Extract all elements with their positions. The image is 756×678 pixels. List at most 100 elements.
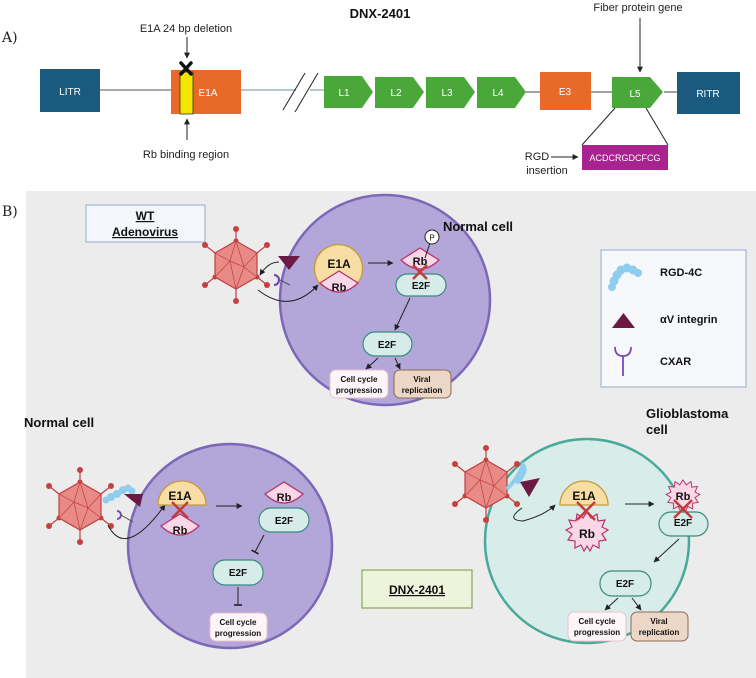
e2f-free-label: E2F xyxy=(616,579,634,590)
no-binding-x-icon xyxy=(576,501,596,521)
e2f-free xyxy=(362,331,413,357)
e2f-free xyxy=(599,570,652,597)
receptor-stem xyxy=(279,279,291,286)
rgd-4c-peptide-icon xyxy=(608,263,642,291)
rb2-label: Rb xyxy=(413,256,428,268)
dnx-2401-box xyxy=(361,569,473,609)
e1a-label: E1A xyxy=(572,489,596,503)
cell3-title-line2: cell xyxy=(646,422,668,437)
outcome-viral-replication xyxy=(630,611,689,642)
late-gene-l3: L3 xyxy=(426,77,475,108)
legend-label-rgd-4c: RGD-4C xyxy=(660,267,702,279)
rgd-4c-peptide-icon xyxy=(506,461,527,490)
e2f-bound-label: E2F xyxy=(412,281,430,292)
legend-label-cxar: CXAR xyxy=(660,356,691,368)
rb-label: Rb xyxy=(173,525,188,537)
phosphate-label: P xyxy=(429,234,434,243)
rb2-label: Rb xyxy=(277,492,292,504)
svg-text:L3: L3 xyxy=(441,88,453,99)
late-gene-l2: L2 xyxy=(375,77,424,108)
cell2-title: Normal cell xyxy=(24,415,94,430)
svg-text:L2: L2 xyxy=(390,88,402,99)
cell1-title: Normal cell xyxy=(443,219,513,234)
rb-binding-annotation: Rb binding region xyxy=(143,149,229,161)
rb-label: Rb xyxy=(332,282,347,294)
litr-block xyxy=(40,69,100,112)
legend-label-av-integrin: αV integrin xyxy=(660,314,718,326)
insertion-line xyxy=(645,107,669,146)
rb-binding-region xyxy=(179,71,194,115)
outcome-text: progression xyxy=(215,629,261,638)
phosphate-icon xyxy=(424,229,440,245)
outcome-viral-replication xyxy=(393,369,452,399)
e1a-protein xyxy=(559,480,609,506)
e1a-label: E1A xyxy=(168,489,192,503)
e2f-bound-label: E2F xyxy=(275,516,293,527)
e2f-free-label: E2F xyxy=(378,340,396,351)
cxar-receptor-icon xyxy=(614,346,632,376)
process-arrow xyxy=(653,538,680,563)
phospho-link xyxy=(424,242,431,259)
e2f-bound xyxy=(658,511,709,537)
rgd-annotation-line2: insertion xyxy=(526,165,568,177)
rb-label: Rb xyxy=(579,527,595,541)
cxar-receptor-icon xyxy=(273,273,281,287)
rb2-label: Rb xyxy=(676,491,691,503)
svg-text:RITR: RITR xyxy=(696,89,719,100)
cell-glioblastoma: Glioblastoma cell E1A Rb Rb E2F E2 xyxy=(451,406,729,645)
dissociation-x-icon xyxy=(673,499,693,519)
process-arrow xyxy=(394,297,411,331)
outcome-text: Cell cycle xyxy=(341,375,378,384)
rgd-sequence-label: ACDCRGDCFCG xyxy=(590,153,661,163)
cell3-title-line1: Glioblastoma xyxy=(646,406,729,421)
outcome-text: Cell cycle xyxy=(579,617,616,626)
e3-block: E3 xyxy=(540,72,591,110)
svg-text:L1: L1 xyxy=(338,88,350,99)
ritr-block: RITR xyxy=(677,72,740,114)
wt-label-line1: WT xyxy=(136,209,155,223)
late-gene-l4: L4 xyxy=(477,77,526,108)
e2f-bound xyxy=(258,507,310,533)
outcome-cell-cycle xyxy=(209,612,268,642)
outcome-text: Viral xyxy=(650,617,667,626)
fiber-annotation: Fiber protein gene xyxy=(593,2,682,14)
receptor-stem xyxy=(120,514,134,523)
deletion-x-icon xyxy=(179,61,193,76)
no-binding-x-icon xyxy=(171,501,189,519)
dissociation-x-icon xyxy=(412,264,428,280)
panel-b-label: B) xyxy=(2,204,18,220)
panel-b: B) WT Adenovirus Normal cell E1A Rb Rb xyxy=(2,191,756,678)
rgd-4c-peptide-icon xyxy=(102,484,136,504)
outcome-text: replication xyxy=(402,386,443,395)
cell-dnx-normal: Normal cell E1A Rb Rb E2F xyxy=(24,415,334,650)
panel-a: A) DNX-2401 LITR E1A E1A 24 bp deletion … xyxy=(1,2,740,177)
late-gene-l1: L1 xyxy=(324,76,373,108)
dnx-label: DNX-2401 xyxy=(389,583,445,597)
outcome-text: progression xyxy=(574,628,620,637)
e1a-label: E1A xyxy=(199,88,218,99)
outcome-text: Viral xyxy=(413,375,430,384)
outcome-text: progression xyxy=(336,386,382,395)
outcome-text: Cell cycle xyxy=(220,618,257,627)
svg-text:L4: L4 xyxy=(492,88,504,99)
inhibition-arrow xyxy=(251,534,265,555)
e1a-protein xyxy=(157,480,207,506)
outcome-cell-cycle xyxy=(567,611,627,642)
break-mark xyxy=(294,72,319,113)
wt-adenovirus-box xyxy=(85,204,206,243)
wt-label-line2: Adenovirus xyxy=(112,225,178,239)
process-arrow xyxy=(365,357,379,370)
break-mark xyxy=(282,72,306,111)
entry-arrow xyxy=(107,504,166,540)
outcome-text: replication xyxy=(639,628,680,637)
construct-title: DNX-2401 xyxy=(350,6,411,21)
rgd-sequence-block xyxy=(582,145,668,170)
entry-arrow xyxy=(257,284,319,302)
deletion-annotation: E1A 24 bp deletion xyxy=(140,23,232,35)
insertion-line xyxy=(581,107,616,146)
svg-text:E3: E3 xyxy=(559,87,572,98)
e1a-protein xyxy=(313,244,364,287)
outcome-cell-cycle xyxy=(329,369,389,399)
process-arrow xyxy=(394,357,401,370)
binding-arrow xyxy=(259,261,280,276)
